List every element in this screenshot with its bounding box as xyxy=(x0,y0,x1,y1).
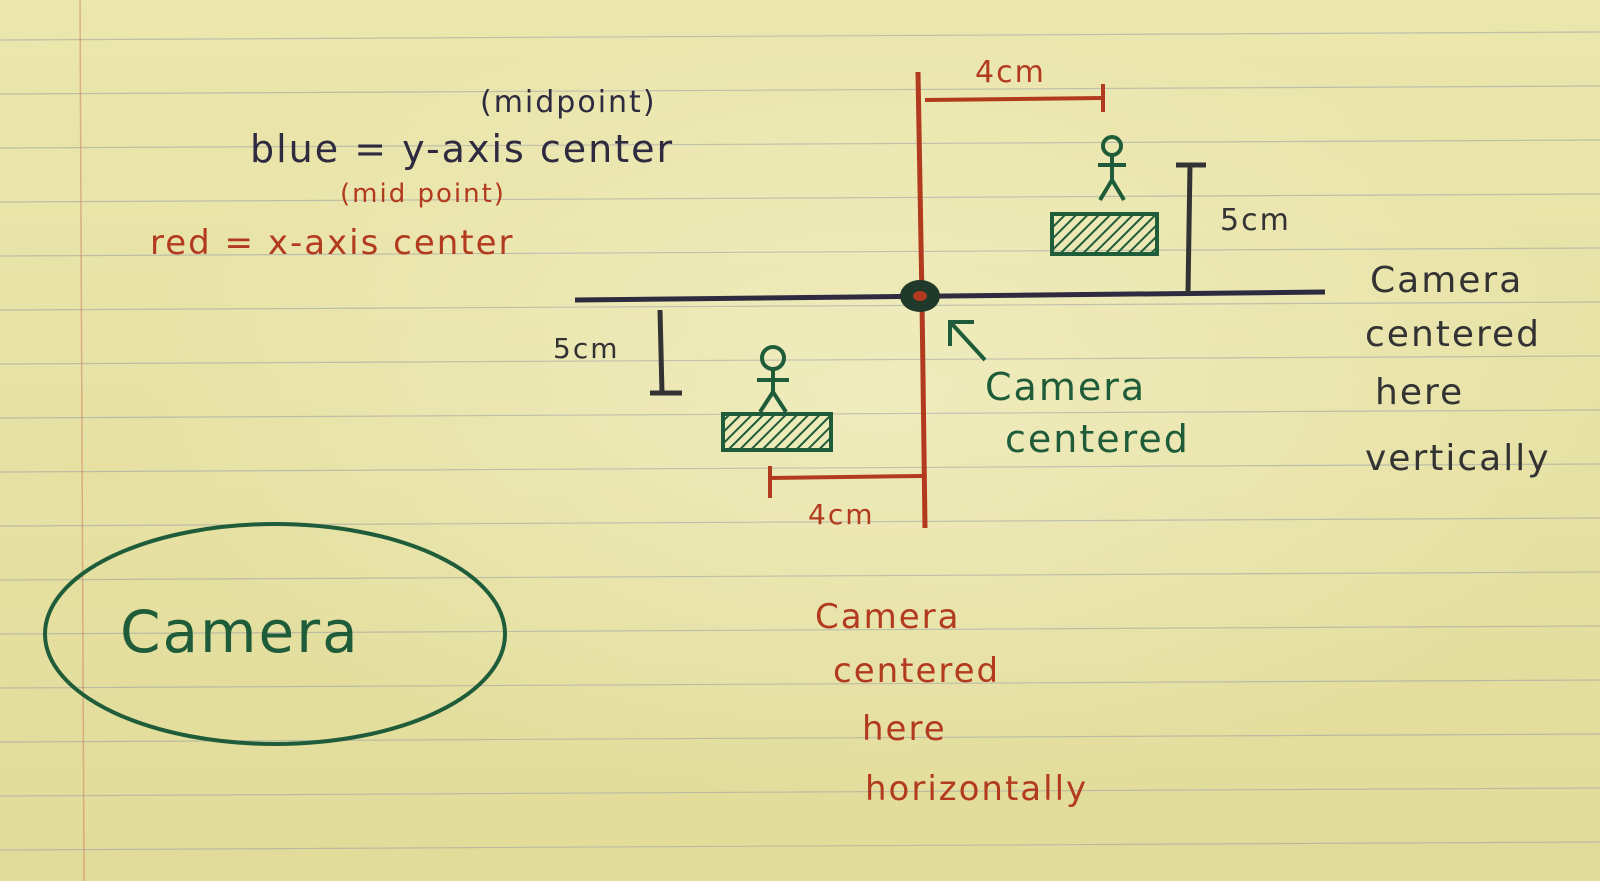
top-width-label: 4cm xyxy=(975,55,1046,90)
stick-figure-on-box-icon xyxy=(721,345,833,452)
ruled-line xyxy=(0,193,1600,203)
vertical-note-line2: centered xyxy=(1365,314,1541,355)
ruled-line xyxy=(0,85,1600,95)
horizontal-note-line1: Camera xyxy=(815,597,960,637)
right-height-label: 5cm xyxy=(1220,203,1291,238)
bottom-width-dimension xyxy=(769,474,923,480)
camera-circle xyxy=(43,522,507,746)
ruled-line xyxy=(0,571,1600,581)
arrow-up-left-icon xyxy=(948,320,987,362)
ruled-line xyxy=(0,31,1600,41)
ruled-line xyxy=(0,841,1600,851)
ruled-line xyxy=(0,139,1600,149)
ruled-line xyxy=(0,679,1600,689)
vertical-note-line4: vertically xyxy=(1365,438,1551,479)
blue-center-line xyxy=(574,289,1326,303)
horizontal-note-line3: here xyxy=(862,709,947,749)
ruled-line xyxy=(0,355,1600,365)
top-width-dimension xyxy=(924,96,1104,102)
red-legend: red = x-axis center xyxy=(150,223,515,263)
ruled-line xyxy=(0,301,1600,311)
horizontal-note-line4: horizontally xyxy=(865,769,1088,809)
stick-figure-on-box-icon xyxy=(1050,135,1159,256)
left-height-dimension xyxy=(657,309,665,394)
red-midpoint-note: (mid point) xyxy=(340,179,506,209)
blue-midpoint-note: (midpoint) xyxy=(480,85,657,120)
right-height-dimension xyxy=(1185,164,1193,294)
center-label-line1: Camera xyxy=(985,365,1146,409)
ruled-line xyxy=(0,787,1600,797)
circled-camera-title: Camera xyxy=(120,598,360,666)
ruled-line xyxy=(0,463,1600,473)
blue-legend: blue = y-axis center xyxy=(250,127,674,171)
vertical-note-line1: Camera xyxy=(1370,260,1523,301)
left-height-label: 5cm xyxy=(553,332,619,365)
center-label-line2: centered xyxy=(1005,417,1190,461)
horizontal-note-line2: centered xyxy=(833,651,1000,691)
ruled-line xyxy=(0,733,1600,743)
bottom-width-label: 4cm xyxy=(808,498,874,531)
ruled-line xyxy=(0,247,1600,257)
vertical-note-line3: here xyxy=(1375,372,1464,413)
margin-line xyxy=(79,0,85,881)
ruled-line xyxy=(0,625,1600,635)
camera-center-dot-icon xyxy=(900,280,940,312)
ruled-lines xyxy=(0,31,1600,851)
